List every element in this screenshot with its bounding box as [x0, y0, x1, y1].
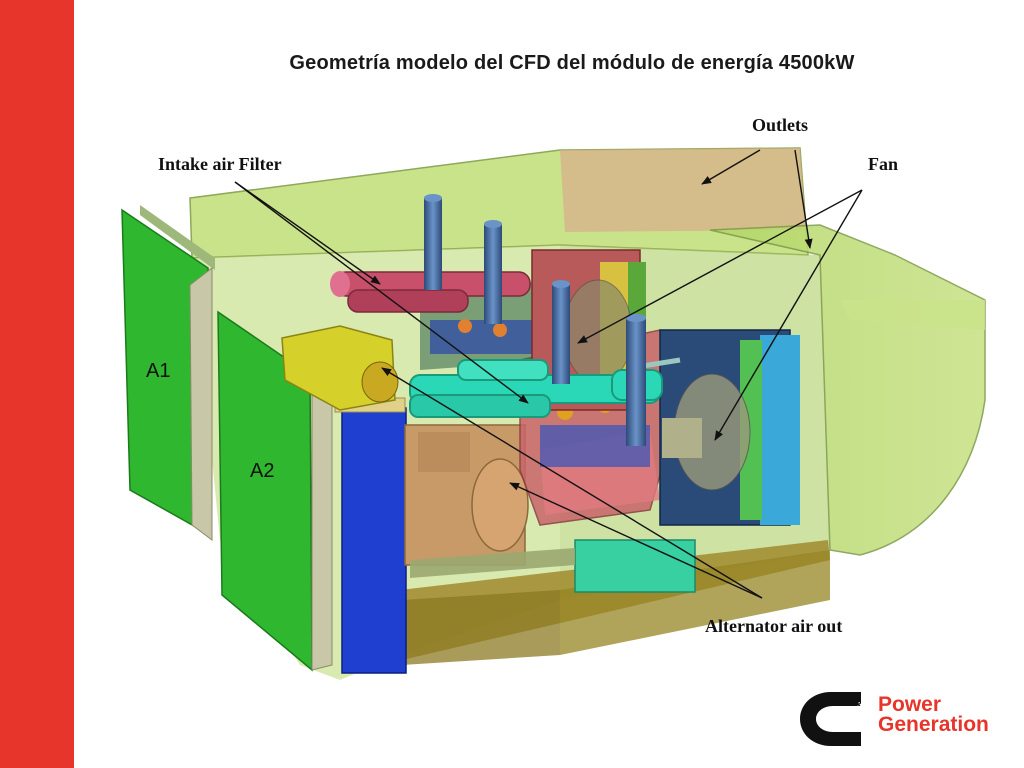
brand-line-generation: Generation [878, 713, 989, 736]
front-cooling-block [659, 329, 800, 526]
callout-fan: Fan [868, 154, 899, 174]
blue-end-wall [341, 407, 407, 674]
alternator [404, 424, 529, 566]
slide-title: Geometría modelo del CFD del módulo de e… [289, 52, 855, 74]
base-skid [410, 539, 696, 593]
brand-line-power: Power [878, 693, 942, 716]
cummins-c-logo-icon: Cummins [800, 692, 876, 746]
callout-intake-air-filter: Intake air Filter [158, 154, 282, 174]
callout-outlets: Outlets [752, 115, 808, 135]
zone-label-a2: A2 [250, 460, 275, 482]
callout-alternator-air-out: Alternator air out [705, 616, 843, 636]
radiator-a1 [121, 205, 215, 541]
exhaust-stacks [424, 194, 646, 446]
outlet-hood [709, 224, 986, 556]
radiator-a2 [217, 310, 333, 672]
zone-label-a1: A1 [146, 360, 171, 382]
callout-arrows [234, 149, 863, 599]
accent-sidebar [0, 0, 74, 768]
